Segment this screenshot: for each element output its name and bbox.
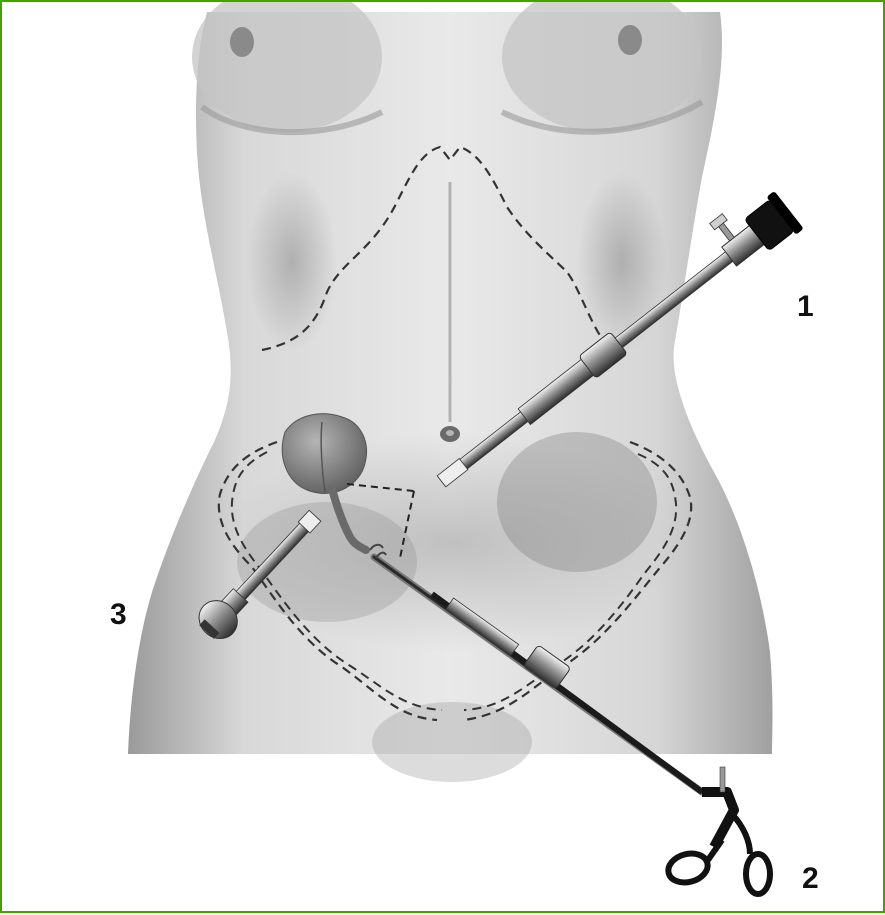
label-3: 3 (110, 600, 127, 630)
label-2: 2 (802, 864, 819, 894)
label-1: 1 (797, 292, 814, 322)
navel-icon (440, 426, 460, 442)
